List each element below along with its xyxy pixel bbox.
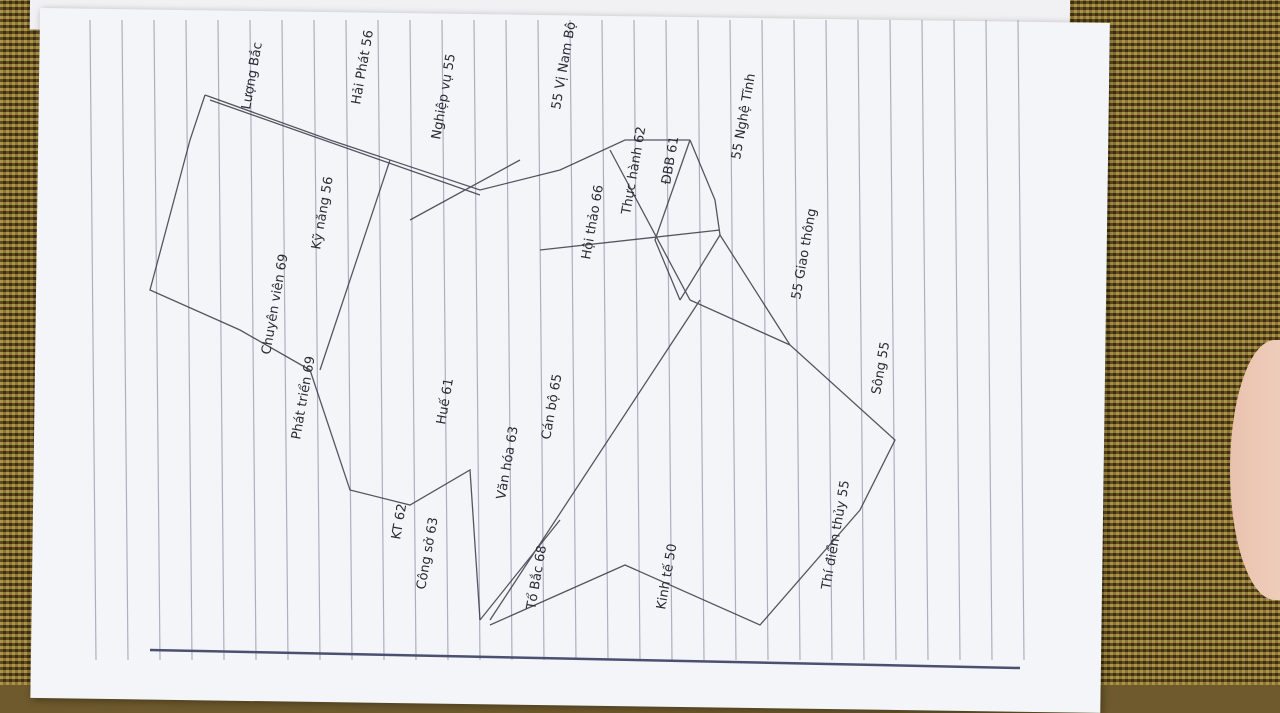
rule-line [345, 19, 353, 661]
handwritten-label: KT 62 [389, 502, 410, 540]
handwritten-label: 55 Nghệ Tĩnh [729, 72, 759, 160]
rule-line [537, 19, 545, 661]
margin-line [149, 648, 1021, 670]
handwritten-label: Thí điểm thủy 55 [819, 479, 853, 591]
handwritten-label: ĐBB 61 [659, 135, 682, 185]
handwritten-label: Kinh tế 50 [654, 543, 680, 611]
rule-line [505, 19, 513, 661]
handwritten-label: Lượng Bắc [239, 41, 266, 111]
rule-line [825, 19, 833, 661]
handwritten-label: Tổ Bắc 68 [524, 544, 550, 611]
handwritten-label: Hải Phát 56 [349, 29, 377, 106]
handwritten-label: Chuyên viên 69 [259, 253, 291, 356]
rule-line [121, 19, 129, 661]
rule-line [217, 19, 225, 661]
outline-left [149, 94, 481, 621]
rule-line [249, 19, 257, 661]
rule-line [601, 19, 609, 661]
handwritten-sketch: Lượng Bắc Hải Phát 56 Nghiệp vụ 55 55 Vị Na… [89, 19, 1025, 670]
handwritten-label: Sông 55 [869, 341, 893, 396]
rule-line [441, 19, 449, 661]
rule-line [569, 19, 577, 661]
rule-line [89, 19, 97, 661]
handwritten-label: Hội thảo 66 [579, 184, 607, 261]
rule-line [761, 19, 769, 661]
rule-line [633, 19, 641, 661]
rule-line [185, 19, 193, 661]
rule-line [1017, 19, 1025, 661]
handwritten-label: Phát triển 69 [289, 355, 318, 441]
rule-line [889, 19, 897, 661]
rule-line [409, 19, 417, 661]
network-lines [149, 94, 896, 626]
handwritten-label: 55 Giao thông [789, 207, 820, 300]
rule-line [793, 19, 801, 661]
ruled-lines [89, 19, 1025, 661]
rule-line [921, 19, 929, 661]
handwritten-label: Huế 61 [434, 377, 457, 426]
rule-line [473, 19, 481, 661]
outline-top [204, 94, 690, 191]
rule-line [665, 19, 673, 661]
handwritten-label: Thực hành 62 [619, 125, 649, 216]
handwritten-label: Nghiệp vụ 55 [429, 53, 459, 141]
rule-line [985, 19, 993, 661]
handwritten-label: 55 Vị Nam Bộ [549, 21, 579, 111]
rule-line [313, 19, 321, 661]
outline-right [489, 139, 896, 626]
handwritten-label: Cán bộ 65 [539, 373, 565, 441]
rule-line [857, 19, 865, 661]
rule-line [697, 19, 705, 661]
rule-line [281, 19, 289, 661]
handwritten-label: Công sở 63 [414, 516, 441, 591]
rule-line [377, 19, 385, 661]
handwritten-label: Văn hóa 63 [494, 425, 522, 501]
handwritten-label: Kỹ năng 56 [309, 175, 337, 250]
rule-line [729, 19, 737, 661]
rule-line [953, 19, 961, 661]
rule-line [153, 19, 161, 661]
